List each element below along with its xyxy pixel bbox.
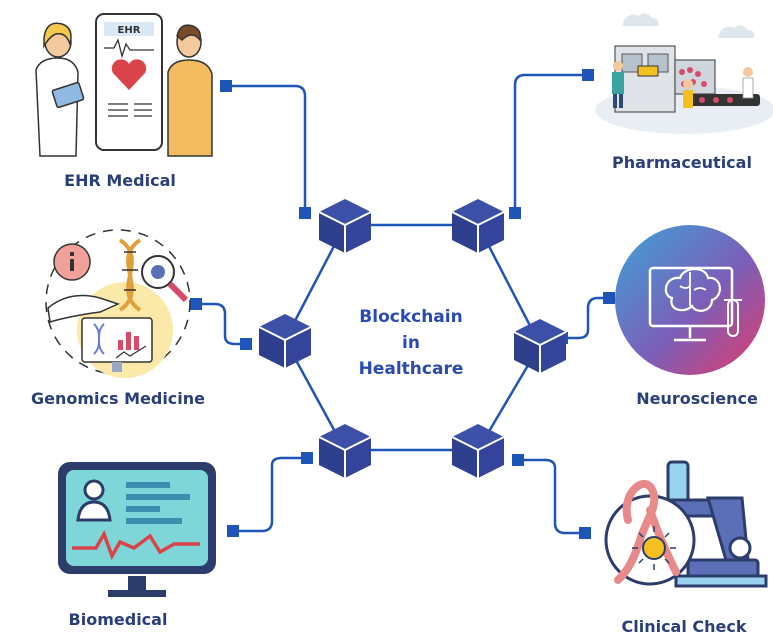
- label-clinical-check: Clinical Check: [621, 617, 746, 636]
- connector-lines: [196, 73, 609, 535]
- connector-endpoints: [190, 69, 615, 539]
- center-label-line1: Blockchain: [359, 307, 462, 327]
- blockchain-cube-icon: [318, 423, 372, 479]
- blockchain-cube-icon: [513, 318, 567, 374]
- dna-analysis-icon: [45, 229, 191, 378]
- label-genomics-medicine: Genomics Medicine: [31, 389, 205, 408]
- pharmaceutical-factory-icon: [595, 13, 773, 134]
- label-ehr-medical: EHR Medical: [64, 171, 176, 190]
- microscope-icon: [604, 460, 768, 588]
- label-pharmaceutical: Pharmaceutical: [612, 153, 752, 172]
- label-neuroscience: Neuroscience: [636, 389, 758, 408]
- blockchain-cube-icon: [451, 198, 505, 254]
- doctor-patient-icon: EHR: [35, 13, 213, 157]
- center-label-line2: in: [402, 333, 420, 353]
- center-label: Blockchain in Healthcare: [359, 307, 464, 379]
- brain-monitor-icon: [615, 225, 765, 375]
- blockchain-cube-icon: [451, 423, 505, 479]
- ehr-panel-text: EHR: [118, 25, 141, 36]
- patient-monitor-icon: [58, 462, 216, 597]
- blockchain-cube-icon: [258, 313, 312, 369]
- center-label-line3: Healthcare: [359, 359, 464, 379]
- label-biomedical: Biomedical: [69, 610, 168, 629]
- blockchain-cube-icon: [318, 198, 372, 254]
